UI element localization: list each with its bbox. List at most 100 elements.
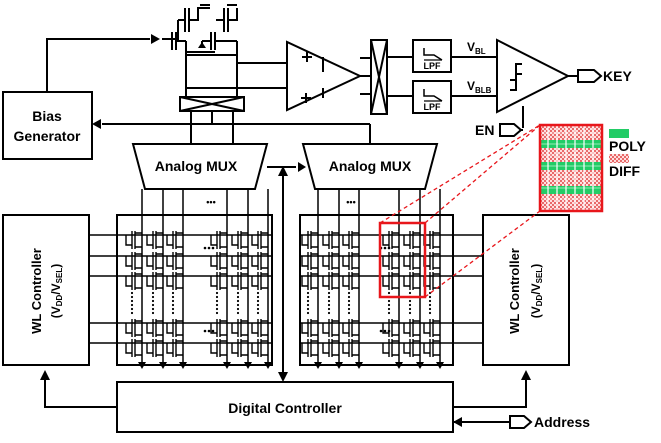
wl-controller-right-label: WL Controller [507,248,522,334]
vbl-label: VBL [467,40,486,56]
memory-cell-transistor [210,319,227,337]
mirror-node-marker [198,42,206,48]
memory-cell-transistor [382,252,399,270]
mux-left-ellipsis: ••• [206,197,215,207]
memory-cell-transistor [210,231,227,249]
memory-cell-transistor [231,252,248,270]
analog-mux-left-label: Analog MUX [155,158,238,174]
memory-cell-transistor [423,319,440,337]
memory-cell-transistor [210,252,227,270]
key-label: KEY [603,68,632,84]
digital-controller-block: Digital Controller [116,381,454,433]
memory-cell-transistor [382,319,399,337]
address-input-port: Address [509,414,590,430]
layout-legend: POLY DIFF [609,129,646,179]
memory-cell-transistor [231,339,248,357]
memory-cell-transistor [301,339,318,357]
sense-amplifier [186,40,371,112]
memory-cell-transistor [146,319,163,337]
digital-controller-label: Digital Controller [228,400,342,416]
memory-cell-transistor [382,231,399,249]
cell-layout-inset [538,123,604,213]
en-input-port: EN [475,122,523,138]
memory-cell-transistor [251,231,268,249]
memory-cell-transistor [301,319,318,337]
memory-cell-transistor [125,319,142,337]
bias-generator-label-2: Generator [14,128,81,144]
bias-generator-label-1: Bias [32,108,62,124]
memory-cell-transistor [210,339,227,357]
diff-legend-swatch [609,154,629,163]
memory-cell-transistor [301,272,318,290]
chopper-switch [360,39,413,115]
memory-cell-transistor [403,231,420,249]
lpf-top-label: LPF [424,61,442,71]
memory-cell-transistor [210,272,227,290]
bias-generator-block: Bias Generator [2,91,93,160]
wl-controller-right-block: WL Controller (VDD/VSEL) [482,214,570,366]
memory-cell-transistor [322,319,339,337]
memory-cell-transistor [342,231,359,249]
memory-cell-transistor [251,319,268,337]
memory-cell-transistor [342,319,359,337]
memory-cell-transistor [342,339,359,357]
analog-mux-right: Analog MUX [301,143,439,190]
wl-controller-left-block: WL Controller (VDD/VSEL) [2,214,90,366]
memory-cell-transistor [423,339,440,357]
memory-array-right [299,214,483,369]
diff-legend-label: DIFF [609,163,641,179]
memory-cell-transistor [322,231,339,249]
lpf-bottom-block: LPF [412,80,452,114]
memory-cell-transistor [166,231,183,249]
memory-cell-transistor [403,319,420,337]
memory-cell-transistor [322,272,339,290]
key-output-port: KEY [577,68,632,84]
memory-cell-transistor [251,272,268,290]
memory-cell-transistor [166,319,183,337]
memory-cell-transistor [166,252,183,270]
memory-cell-transistor [403,272,420,290]
poly-legend-label: POLY [609,138,646,154]
memory-array-left [89,214,273,369]
output-crossbar-switch [179,88,245,144]
memory-cell-transistor [146,339,163,357]
memory-cell-transistor [166,272,183,290]
poly-legend-swatch [609,129,629,138]
memory-cell-transistor [125,252,142,270]
analog-mux-right-label: Analog MUX [329,158,412,174]
memory-cell-transistor [322,339,339,357]
memory-cell-transistor [231,231,248,249]
lpf-bottom-label: LPF [424,102,442,112]
memory-cell-transistor [322,252,339,270]
memory-cell-transistor [146,272,163,290]
mux-right-ellipsis: ••• [346,197,355,207]
analog-mux-left: Analog MUX [131,143,269,190]
address-label: Address [534,414,590,430]
memory-cell-transistor [382,272,399,290]
memory-cell-transistor [251,339,268,357]
memory-cell-transistor [342,252,359,270]
en-label: EN [475,122,494,138]
memory-cell-transistor [301,252,318,270]
memory-cell-transistor [342,272,359,290]
memory-cell-transistor [382,339,399,357]
memory-cell-transistor [403,252,420,270]
wl-controller-left-label: WL Controller [29,248,44,334]
memory-cell-transistor [125,339,142,357]
memory-cell-transistor [231,319,248,337]
memory-cell-transistor [251,252,268,270]
memory-cell-transistor [166,339,183,357]
lpf-top-block: LPF [412,39,452,73]
memory-cell-transistor [231,272,248,290]
current-mirror-transistors [162,4,238,97]
memory-cell-transistor [301,231,318,249]
memory-cell-transistor [146,252,163,270]
memory-cell-transistor [403,339,420,357]
memory-cell-transistor [146,231,163,249]
comparator [496,38,578,128]
memory-cell-transistor [125,231,142,249]
highlight-cell-group [378,124,541,299]
memory-cell-transistor [125,272,142,290]
